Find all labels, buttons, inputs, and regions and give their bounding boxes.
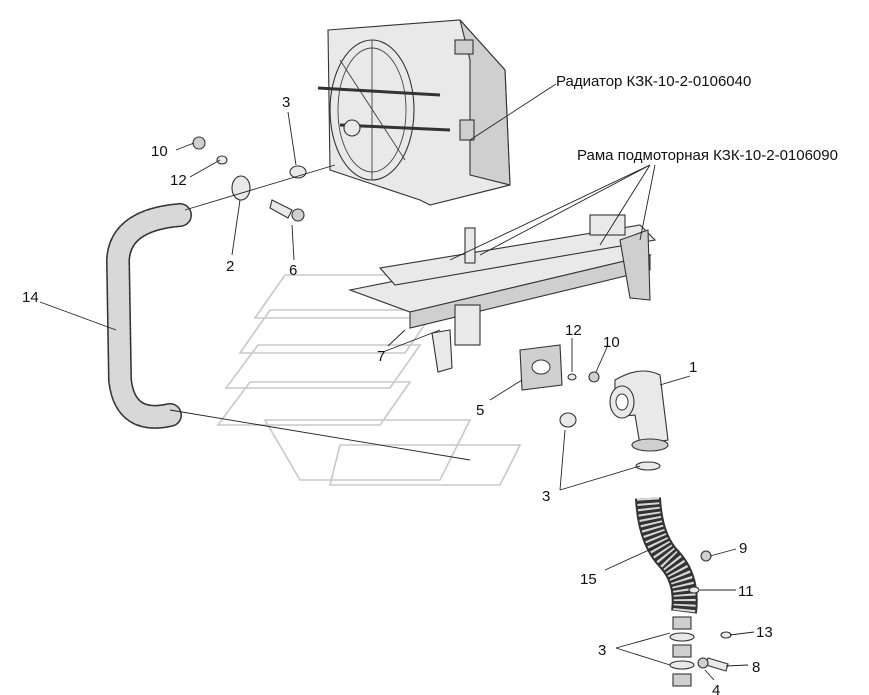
callout-4: 4 xyxy=(712,682,720,695)
callout-13: 13 xyxy=(756,624,773,641)
callout-10-top: 10 xyxy=(151,143,168,160)
callout-5: 5 xyxy=(476,402,484,419)
hose-14 xyxy=(105,203,192,429)
callout-12-top: 12 xyxy=(170,172,187,189)
callout-2: 2 xyxy=(226,258,234,275)
callout-8: 8 xyxy=(752,659,760,676)
radiator xyxy=(317,19,511,206)
hose-15 xyxy=(635,497,698,614)
callout-11: 11 xyxy=(738,583,754,600)
watermark-logo xyxy=(216,274,522,486)
frame-caption: Рама подмоторная КЗК-10-2-0106090 xyxy=(577,147,838,164)
callout-15: 15 xyxy=(580,571,597,588)
callout-7: 7 xyxy=(377,348,385,365)
hardware xyxy=(192,136,732,672)
radiator-caption: Радиатор КЗК-10-2-0106040 xyxy=(556,73,751,90)
callout-1: 1 xyxy=(689,359,697,376)
callout-6: 6 xyxy=(289,262,297,279)
callout-14: 14 xyxy=(22,289,39,306)
callout-3-mid: 3 xyxy=(542,488,550,505)
sub-motor-frame xyxy=(347,214,657,373)
seal-plate xyxy=(519,344,563,391)
callout-9: 9 xyxy=(739,540,747,557)
leader-lines xyxy=(39,83,755,681)
callout-3-bottom: 3 xyxy=(598,642,606,659)
callout-3-top: 3 xyxy=(282,94,290,111)
callout-12-mid: 12 xyxy=(565,322,582,339)
intake-elbow xyxy=(609,370,669,452)
callout-10-mid: 10 xyxy=(603,334,620,351)
